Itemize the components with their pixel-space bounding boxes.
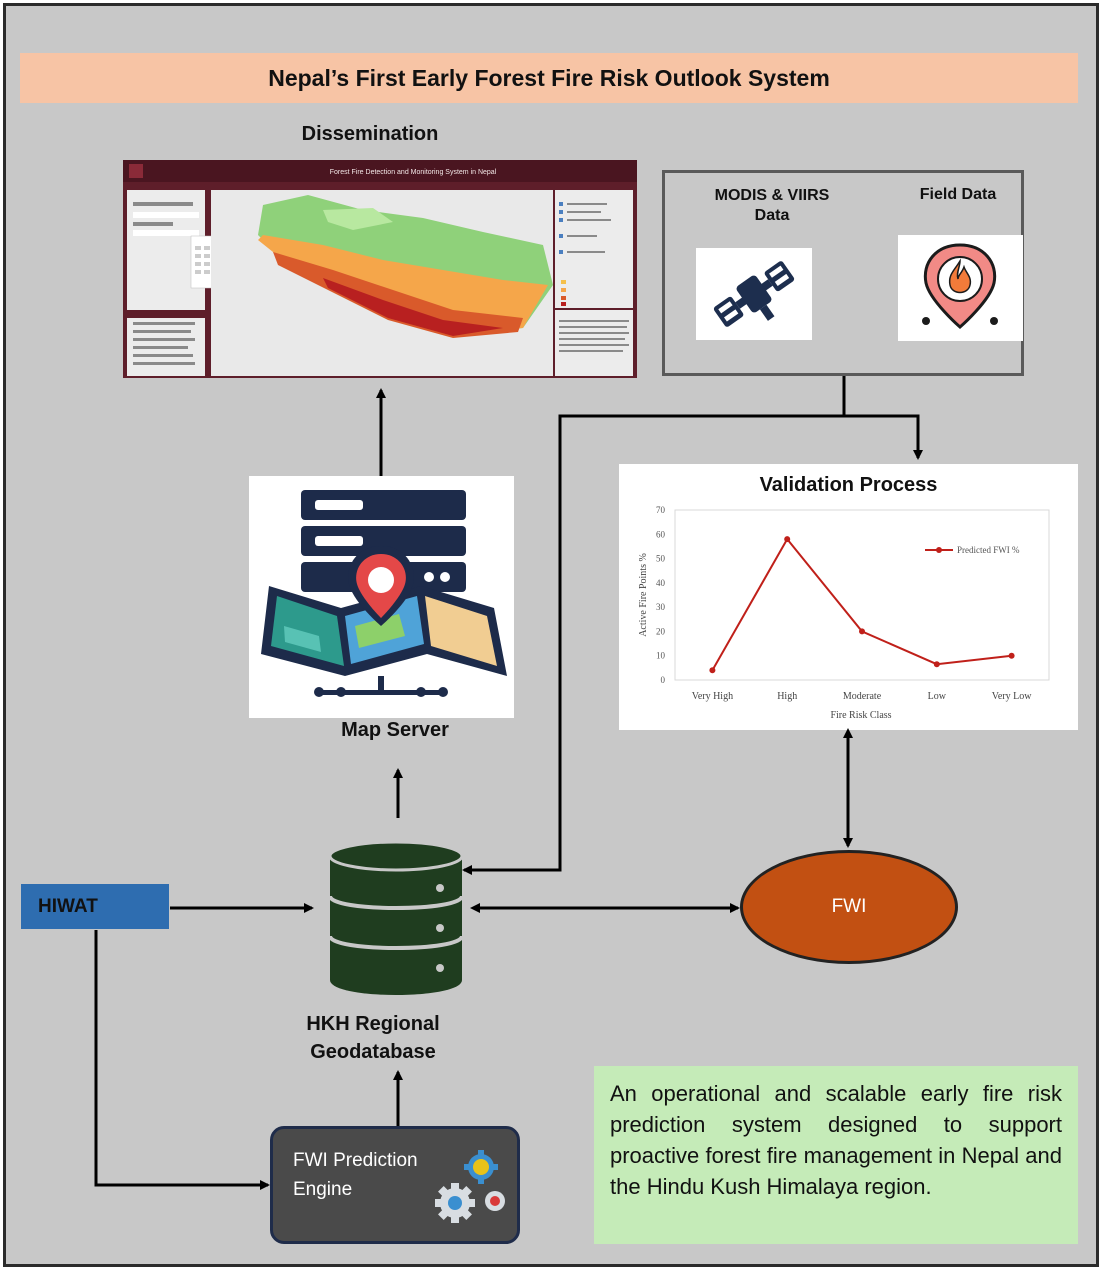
fire-location-icon <box>922 243 998 329</box>
validation-chart: Active Fire Points % Fire Risk Class 0 10… <box>638 505 1050 721</box>
govt-logo-icon <box>129 164 143 178</box>
arrow-data-to-db <box>462 376 846 875</box>
data-point <box>859 628 865 635</box>
field-data-card <box>898 235 1023 341</box>
fwi-prediction-engine: FWI Prediction Engine <box>270 1126 520 1244</box>
validation-card: Validation Process Active Fire Points % … <box>619 464 1078 730</box>
database-icon <box>328 840 464 995</box>
map-server-card <box>249 476 514 718</box>
validation-title: Validation Process <box>759 474 938 496</box>
geodatabase-label: HKH Regional Geodatabase <box>280 1010 466 1066</box>
x-tick-label: Moderate <box>843 691 882 702</box>
x-tick-label: Very Low <box>992 691 1032 702</box>
diagram-title: Nepal’s First Early Forest Fire Risk Out… <box>20 53 1078 103</box>
engine-label: FWI Prediction Engine <box>293 1150 418 1200</box>
hiwat-box: HIWAT <box>21 884 169 929</box>
data-point <box>784 536 791 543</box>
x-axis-label: Fire Risk Class <box>830 710 891 721</box>
y-tick-label: 20 <box>656 626 666 636</box>
system-description: An operational and scalable early fire r… <box>594 1066 1078 1244</box>
dissemination-label: Dissemination <box>301 123 439 145</box>
web-portal-screenshot: Forest Fire Detection and Monitoring Sys… <box>123 160 637 378</box>
geodatabase-label-text: HKH Regional Geodatabase <box>306 1013 440 1063</box>
data-point <box>1008 652 1015 659</box>
y-tick-label: 30 <box>656 602 666 612</box>
field-data-label: Field Data <box>919 186 997 203</box>
fwi-node: FWI <box>740 850 958 964</box>
legend-marker <box>936 547 942 553</box>
y-tick-label: 70 <box>656 505 666 515</box>
satellite-icon <box>713 261 795 327</box>
arrow-data-to-validation <box>844 414 923 460</box>
portal-title: Forest Fire Detection and Monitoring Sys… <box>330 169 497 176</box>
arrow-hiwat-to-engine <box>94 930 270 1190</box>
y-tick-label: 50 <box>656 554 666 564</box>
y-tick-label: 0 <box>661 675 666 685</box>
map-server-label: Map Server <box>341 719 449 741</box>
legend-label: Predicted FWI % <box>957 545 1020 555</box>
x-tick-label: Very High <box>692 691 733 702</box>
modis-viirs-label: MODIS & VIIRS Data <box>714 187 830 224</box>
satellite-card <box>696 248 812 340</box>
data-point <box>933 661 940 668</box>
x-tick-label: High <box>777 691 797 702</box>
x-tick-label: Low <box>928 691 947 702</box>
y-axis-label: Active Fire Points % <box>638 553 649 637</box>
gears-icon <box>435 1150 505 1223</box>
y-tick-label: 10 <box>656 651 666 661</box>
portal-preview: Forest Fire Detection and Monitoring Sys… <box>123 160 637 376</box>
y-tick-label: 60 <box>656 529 666 539</box>
data-point <box>709 667 716 674</box>
map-server-icon <box>261 490 507 697</box>
y-tick-label: 40 <box>656 578 666 588</box>
plot-area <box>674 509 1050 681</box>
